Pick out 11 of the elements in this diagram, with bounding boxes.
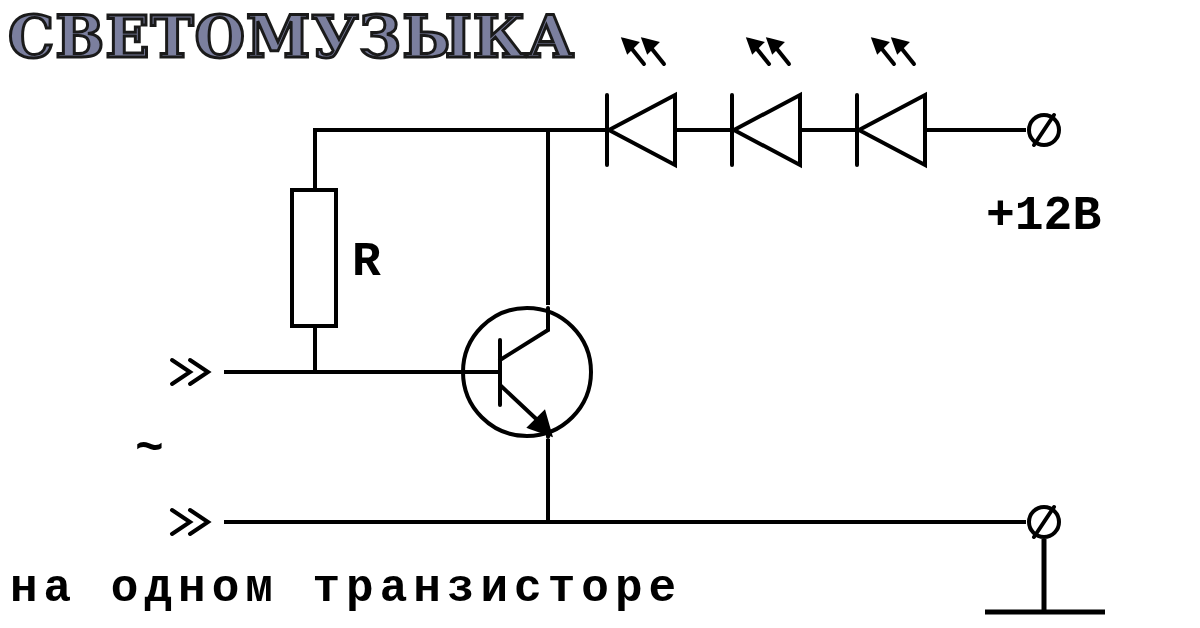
title: СВЕТОМУЗЫКА xyxy=(8,8,575,66)
wire xyxy=(680,128,725,132)
ac-input-label: ~ xyxy=(135,425,164,473)
component-label: R xyxy=(352,238,381,286)
voltage-label: +12В xyxy=(986,192,1102,240)
wire xyxy=(805,128,850,132)
wire xyxy=(546,128,600,305)
wire xyxy=(313,328,460,374)
wire xyxy=(224,520,1026,524)
caption: на одном транзисторе xyxy=(10,566,683,612)
wire xyxy=(930,128,1026,132)
